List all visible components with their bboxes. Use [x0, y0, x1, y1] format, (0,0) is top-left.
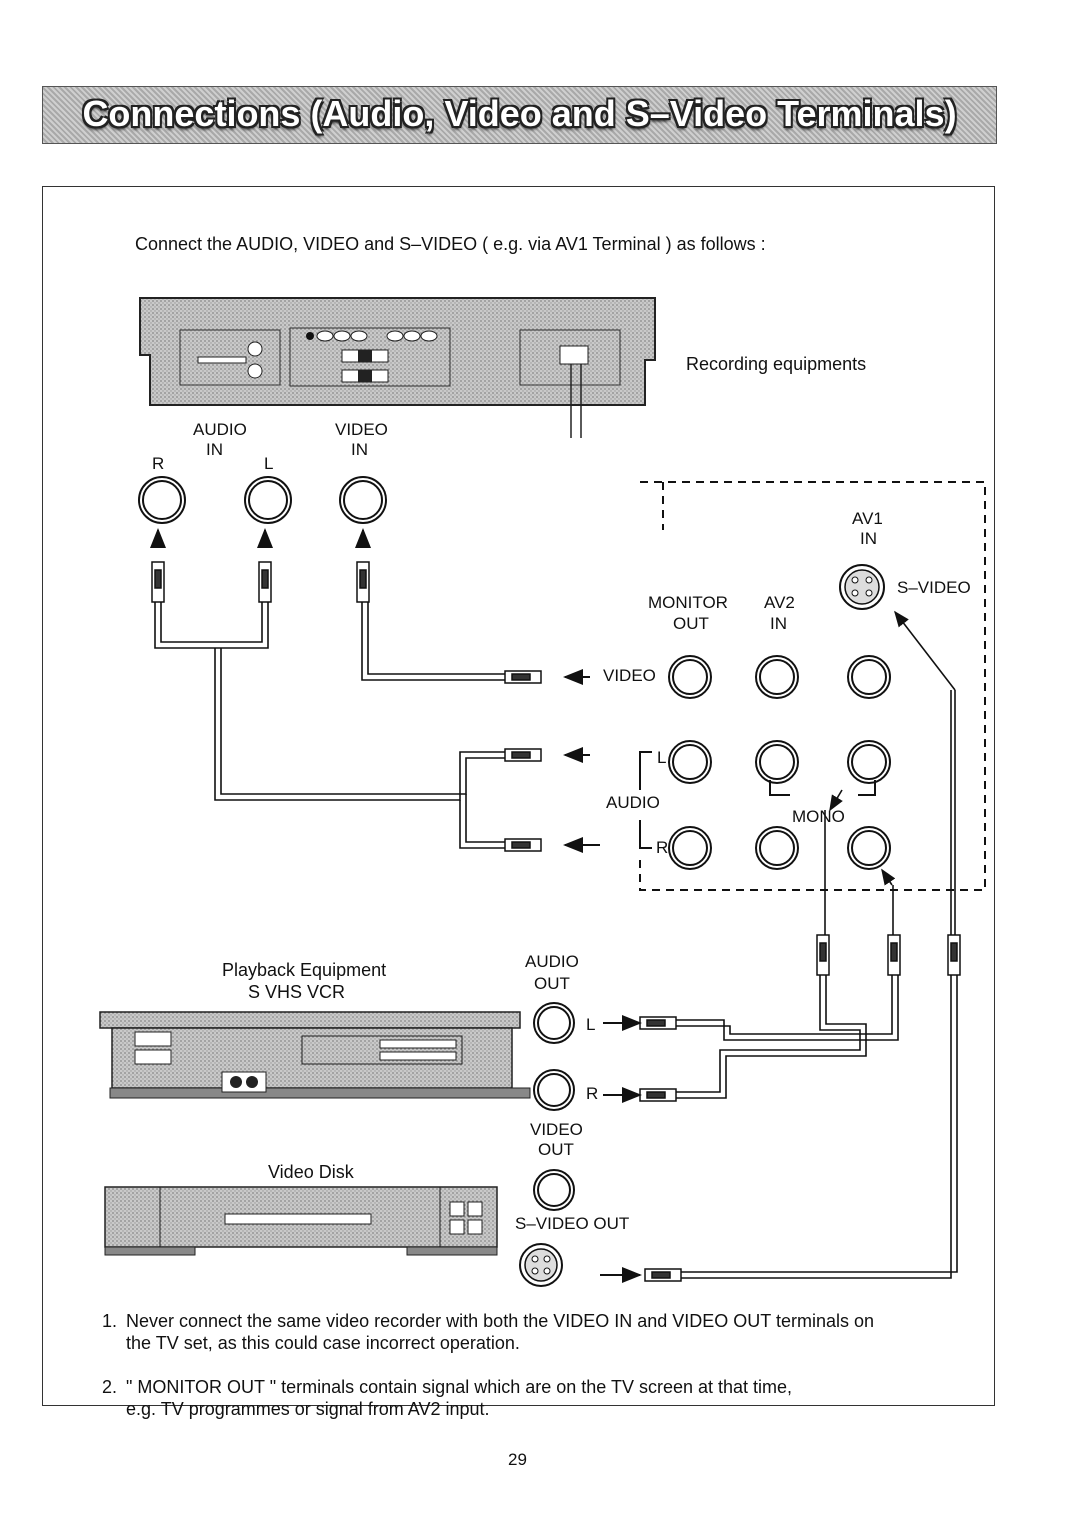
audio-in-label: AUDIO	[193, 420, 247, 439]
note-1-line2: the TV set, as this could case incorrect…	[126, 1333, 520, 1353]
content-frame	[42, 186, 995, 1406]
playback-equipment-label: Playback Equipment	[222, 960, 387, 980]
audio-out-label: AUDIO	[525, 952, 579, 971]
video-in-sub: IN	[351, 440, 368, 459]
tv-jacks	[668, 655, 891, 870]
recording-equipment-label: Recording equipments	[686, 354, 867, 374]
intro-text: Connect the AUDIO, VIDEO and S–VIDEO ( e…	[135, 234, 766, 254]
svideo-in-label: S–VIDEO	[897, 578, 971, 597]
av2-sub: IN	[770, 614, 787, 633]
audio-in-sub: IN	[206, 440, 223, 459]
av2-label: AV2	[764, 593, 795, 612]
audio-r-label: R	[152, 454, 165, 473]
note-1-line1: Never connect the same video recorder wi…	[126, 1311, 875, 1331]
video-in-label: VIDEO	[335, 420, 388, 439]
audio-video-cables	[154, 602, 505, 849]
svideo-out-jack	[519, 1243, 563, 1287]
audio-out-r-label: R	[586, 1084, 599, 1103]
recording-input-jacks	[138, 476, 387, 524]
video-row-label: VIDEO	[603, 666, 656, 685]
video-disk-device	[104, 1186, 498, 1256]
svideo-out-label: S–VIDEO OUT	[515, 1214, 630, 1233]
rca-plugs-recording	[151, 561, 370, 603]
video-out-sub: OUT	[538, 1140, 574, 1159]
av1-label: AV1	[852, 509, 883, 528]
title-banner: Connections (Audio, Video and S–Video Te…	[42, 86, 997, 144]
l-row-label: L	[657, 748, 667, 767]
note-1-number: 1.	[102, 1311, 118, 1331]
tv-terminal-box	[639, 481, 986, 891]
video-out-label: VIDEO	[530, 1120, 583, 1139]
audio-out-sub: OUT	[534, 974, 570, 993]
audio-l-label: L	[264, 454, 274, 473]
tv-audio-label: AUDIO	[606, 793, 660, 812]
mono-label: MONO	[792, 807, 845, 826]
svideo-in-jack	[839, 564, 885, 610]
page-title: Connections (Audio, Video and S–Video Te…	[82, 93, 957, 134]
note-2-number: 2.	[102, 1377, 118, 1397]
av1-sub: IN	[860, 529, 877, 548]
page-number: 29	[508, 1450, 527, 1469]
video-disk-label: Video Disk	[268, 1162, 354, 1182]
playback-jacks	[533, 1002, 575, 1211]
recording-device	[139, 297, 656, 438]
note-2-line1: " MONITOR OUT " terminals contain signal…	[126, 1377, 793, 1397]
r-row-label: R	[656, 838, 669, 857]
audio-out-l-label: L	[586, 1015, 596, 1034]
svhs-vcr-device	[99, 1011, 531, 1099]
svhs-vcr-label: S VHS VCR	[248, 982, 346, 1002]
monitor-out-sub: OUT	[673, 614, 709, 633]
note-2-line2: e.g. TV programmes or signal from AV2 in…	[126, 1399, 490, 1419]
monitor-out-label: MONITOR	[648, 593, 728, 612]
